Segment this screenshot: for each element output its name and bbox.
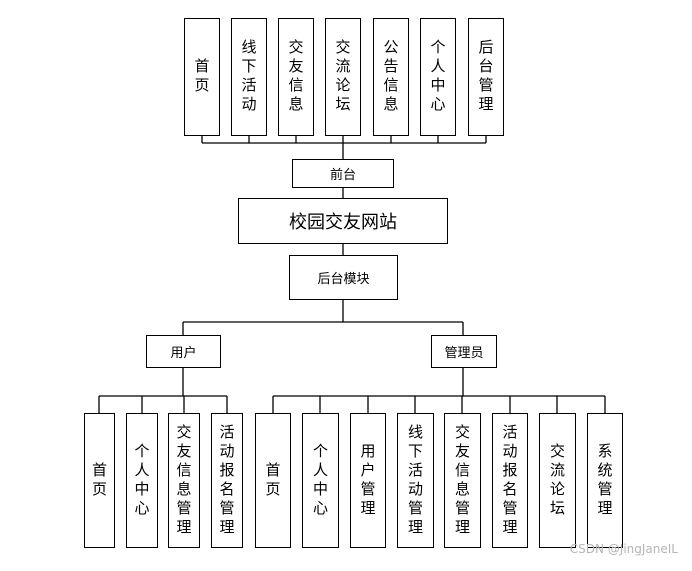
front-item-backend-management: 后台管理 xyxy=(468,18,504,136)
admin-item-home: 首页 xyxy=(255,413,291,548)
watermark: CSDN @JingJaneIL xyxy=(569,542,678,556)
admin-item-system-management: 系统管理 xyxy=(587,413,623,548)
user-item-home: 首页 xyxy=(84,413,115,548)
front-node: 前台 xyxy=(292,159,394,188)
front-item-offline-activity: 线下活动 xyxy=(231,18,267,136)
admin-item-forum: 交流论坛 xyxy=(539,413,576,548)
admin-item-offline-activity-management: 线下活动管理 xyxy=(397,413,434,548)
front-item-home: 首页 xyxy=(184,18,220,136)
admin-item-activity-signup-management: 活动报名管理 xyxy=(492,413,528,548)
front-item-forum: 交流论坛 xyxy=(325,18,361,136)
front-item-notice: 公告信息 xyxy=(373,18,409,136)
user-node: 用户 xyxy=(146,335,221,368)
admin-item-dating-info-management: 交友信息管理 xyxy=(444,413,481,548)
user-item-personal-center: 个人中心 xyxy=(126,413,158,548)
user-item-activity-signup-management: 活动报名管理 xyxy=(211,413,243,548)
front-item-dating-info: 交友信息 xyxy=(278,18,314,136)
backend-node: 后台模块 xyxy=(289,255,398,300)
admin-node: 管理员 xyxy=(431,335,497,368)
admin-item-user-management: 用户管理 xyxy=(350,413,386,548)
front-item-personal-center: 个人中心 xyxy=(420,18,456,136)
root-node: 校园交友网站 xyxy=(238,198,448,244)
admin-item-personal-center: 个人中心 xyxy=(302,413,339,548)
user-item-dating-info-management: 交友信息管理 xyxy=(168,413,200,548)
